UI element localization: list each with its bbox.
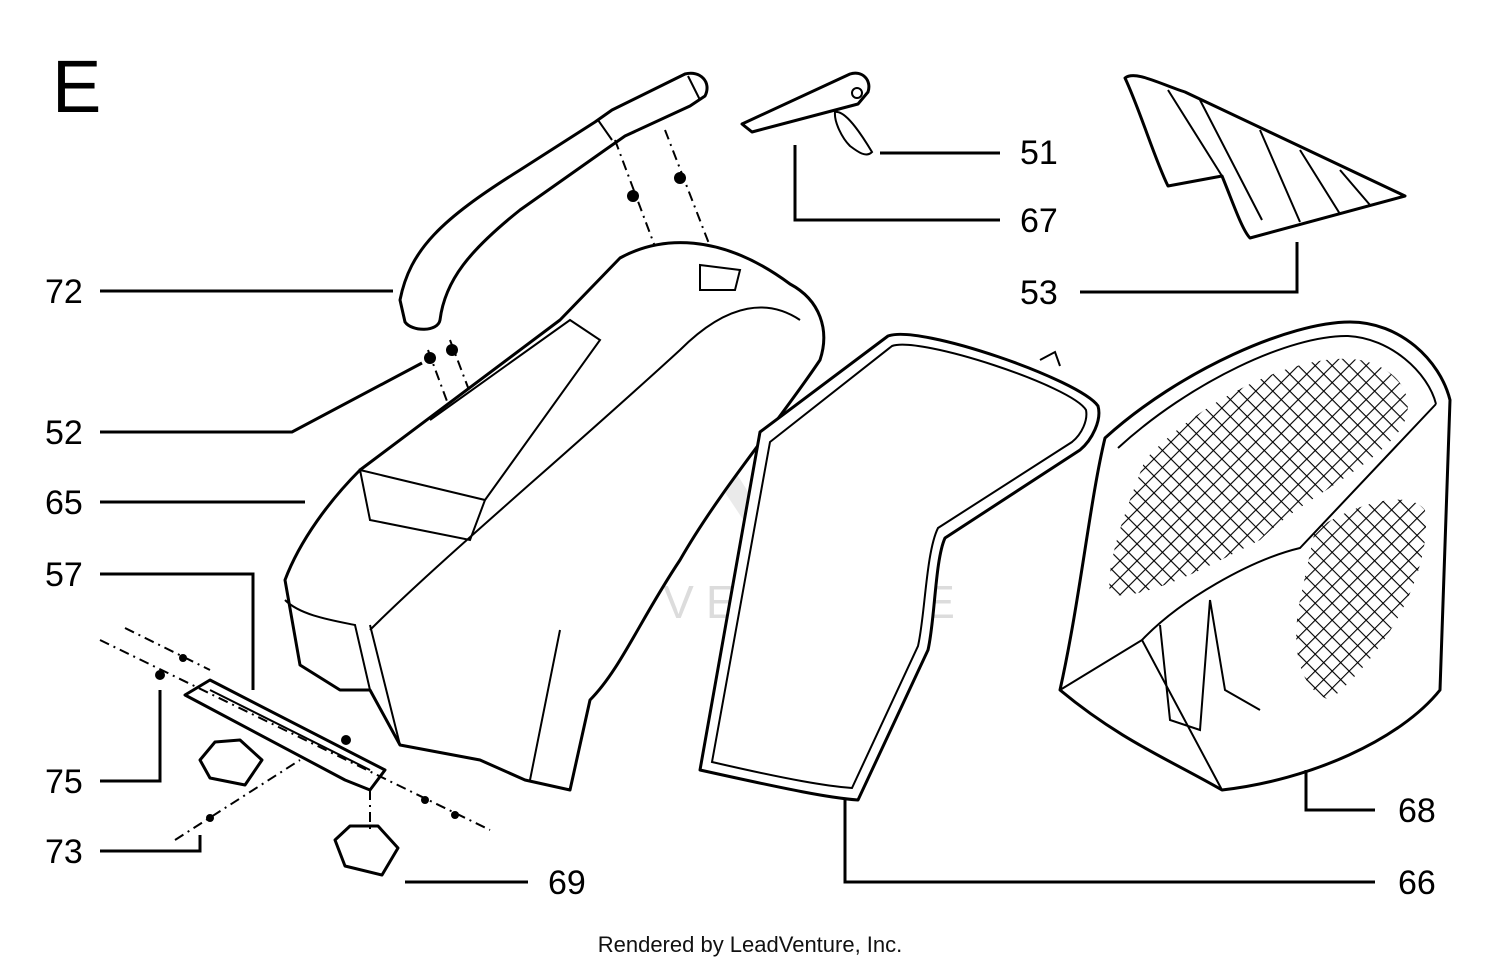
part-68-bag [1058,320,1452,792]
part-66-bag-frame [698,332,1101,802]
callout-57: 57 [45,556,83,594]
part-51-clip [833,110,874,156]
callout-66: 66 [1398,864,1436,902]
callout-51: 51 [1020,134,1058,172]
part-65-cover [283,241,826,792]
section-letter: E [52,45,101,128]
callout-53: 53 [1020,274,1058,312]
part-67-bar [740,71,871,134]
part-73-pin [174,759,301,841]
part-69-latch [198,738,400,877]
part-72-handle [398,71,709,331]
part-57-bracket [99,627,491,831]
callout-72: 72 [45,273,83,311]
callout-73: 73 [45,833,83,871]
leader-lines [100,145,1375,884]
callout-75: 75 [45,763,83,801]
callout-65: 65 [45,484,83,522]
callout-68: 68 [1398,792,1436,830]
callout-52: 52 [45,414,83,452]
part-53-flap [1123,74,1407,240]
footer-credit: Rendered by LeadVenture, Inc. [598,932,903,957]
callout-69: 69 [548,864,586,902]
callout-67: 67 [1020,202,1058,240]
